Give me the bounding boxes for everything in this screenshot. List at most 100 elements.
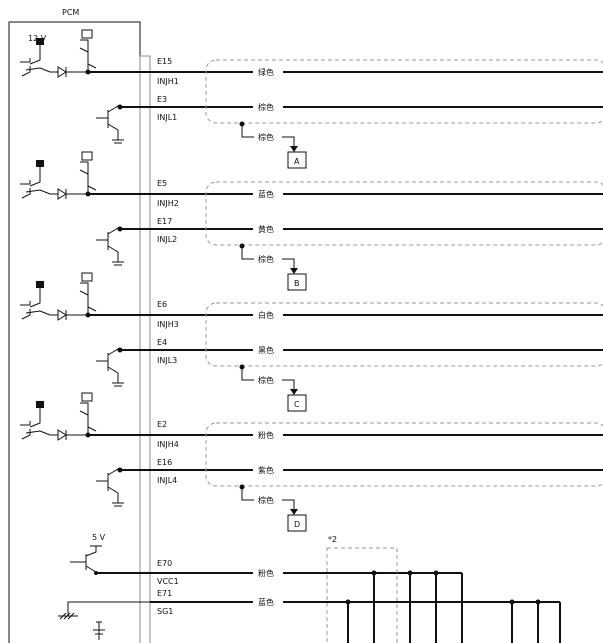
- label-bg: [253, 309, 283, 321]
- injector-group-3: E6 INJH3 E4 INJL3 白色 黑色 棕色 C: [20, 272, 603, 412]
- branch-wire-color: 棕色: [258, 132, 274, 142]
- low-signal: INJL4: [157, 476, 177, 485]
- pcm-label: PCM: [62, 8, 79, 17]
- injector-group-1: E15 INJH1 E3 INJL1 绿色 棕色 棕色 A: [20, 29, 603, 169]
- label-bg: [253, 344, 283, 356]
- low-pin: E17: [157, 217, 172, 226]
- injector-group-4: E2 INJH4 E16 INJL4 粉色 紫色 棕色 D: [20, 392, 603, 532]
- low-side-transistor: [79, 39, 97, 72]
- injector-group-2: E5 INJH2 E17 INJL2 蓝色 黄色 棕色 B: [20, 151, 603, 291]
- vcc-transistor: [70, 545, 102, 573]
- high-driver-transistor: [20, 45, 51, 77]
- low-wire-color: 黑色: [258, 345, 274, 355]
- high-wire-color: 绿色: [258, 67, 274, 77]
- sg-signal: SG1: [157, 607, 173, 616]
- splice-dash: [326, 547, 398, 643]
- low-wire-color: 紫色: [258, 465, 274, 475]
- shield-dash: [205, 59, 603, 124]
- connector-box-c: [287, 394, 307, 412]
- low-pin: E4: [157, 338, 167, 347]
- vcc-wire-color: 粉色: [258, 568, 274, 578]
- label-bg: [253, 66, 283, 78]
- label-bg: [253, 101, 283, 113]
- high-pin: E15: [157, 57, 172, 66]
- vcc-signal: VCC1: [157, 577, 179, 586]
- high-wire-color: 粉色: [258, 430, 274, 440]
- diode-icon: [50, 188, 88, 200]
- connector-box-d: [287, 514, 307, 532]
- low-side-transistor: [79, 161, 97, 194]
- supply-5v-label: 5 V: [92, 533, 106, 542]
- low-pin: E16: [157, 458, 172, 467]
- sg-pin: E71: [157, 589, 172, 598]
- branch-wire: [241, 487, 295, 511]
- sg-wire-color: 蓝色: [258, 597, 274, 607]
- branch-wire-color: 棕色: [258, 495, 274, 505]
- label-bg: [253, 567, 283, 579]
- high-wire-color: 白色: [258, 310, 274, 320]
- shield-dash: [205, 302, 603, 367]
- low-driver-transistor: [96, 227, 124, 266]
- arrow-icon: [290, 389, 298, 395]
- branch-wire: [241, 124, 295, 148]
- low-side-transistor: [79, 282, 97, 315]
- branch-wire: [241, 246, 295, 270]
- label-bg: [253, 596, 283, 608]
- label-bg: [253, 464, 283, 476]
- supply-box: [81, 392, 93, 402]
- note-mark: *2: [328, 535, 337, 544]
- diode-icon: [50, 66, 88, 78]
- supply-box: [81, 29, 93, 39]
- diode-icon: [50, 309, 88, 321]
- label-bg: [253, 429, 283, 441]
- ground-icon: [58, 601, 150, 620]
- branch-wire: [241, 367, 295, 391]
- vertical-wires: [347, 573, 561, 643]
- supply-box: [81, 272, 93, 282]
- low-signal: INJL3: [157, 356, 177, 365]
- low-signal: INJL1: [157, 113, 177, 122]
- arrow-icon: [290, 146, 298, 152]
- low-wire-color: 黄色: [258, 224, 274, 234]
- high-signal: INJH2: [157, 199, 179, 208]
- label-bg: [253, 223, 283, 235]
- low-signal: INJL2: [157, 235, 177, 244]
- supply-box: [81, 151, 93, 161]
- connector-label: D: [294, 520, 300, 529]
- low-wire-color: 棕色: [258, 102, 274, 112]
- supply-node: [36, 281, 44, 288]
- connector-box-a: [287, 151, 307, 169]
- high-driver-transistor: [20, 288, 51, 320]
- high-driver-transistor: [20, 408, 51, 440]
- low-pin: E3: [157, 95, 167, 104]
- connector-box-b: [287, 273, 307, 291]
- connector-label: B: [294, 279, 300, 288]
- low-driver-transistor: [96, 468, 124, 507]
- branch-wire-color: 棕色: [258, 254, 274, 264]
- arrow-icon: [290, 509, 298, 515]
- supply-node: [36, 160, 44, 167]
- low-side-transistor: [79, 402, 97, 435]
- sensor-icon: [93, 621, 105, 640]
- high-signal: INJH3: [157, 320, 179, 329]
- supply-node: [36, 401, 44, 408]
- high-wire-color: 蓝色: [258, 189, 274, 199]
- connector-label: A: [294, 157, 300, 166]
- vcc-pin: E70: [157, 559, 172, 568]
- supply-node: [36, 38, 44, 45]
- high-pin: E2: [157, 420, 167, 429]
- low-driver-transistor: [96, 105, 124, 144]
- label-bg: [253, 188, 283, 200]
- connector-label: C: [294, 400, 300, 409]
- high-pin: E5: [157, 179, 167, 188]
- high-signal: INJH4: [157, 440, 179, 449]
- shield-dash: [205, 422, 603, 487]
- branch-wire-color: 棕色: [258, 375, 274, 385]
- high-signal: INJH1: [157, 77, 179, 86]
- pcm-box: [8, 21, 141, 643]
- sensor-section: E70 VCC1 E71 SG1 粉色 蓝色: [58, 545, 561, 643]
- shield-dash: [205, 181, 603, 246]
- diode-icon: [50, 429, 88, 441]
- arrow-icon: [290, 268, 298, 274]
